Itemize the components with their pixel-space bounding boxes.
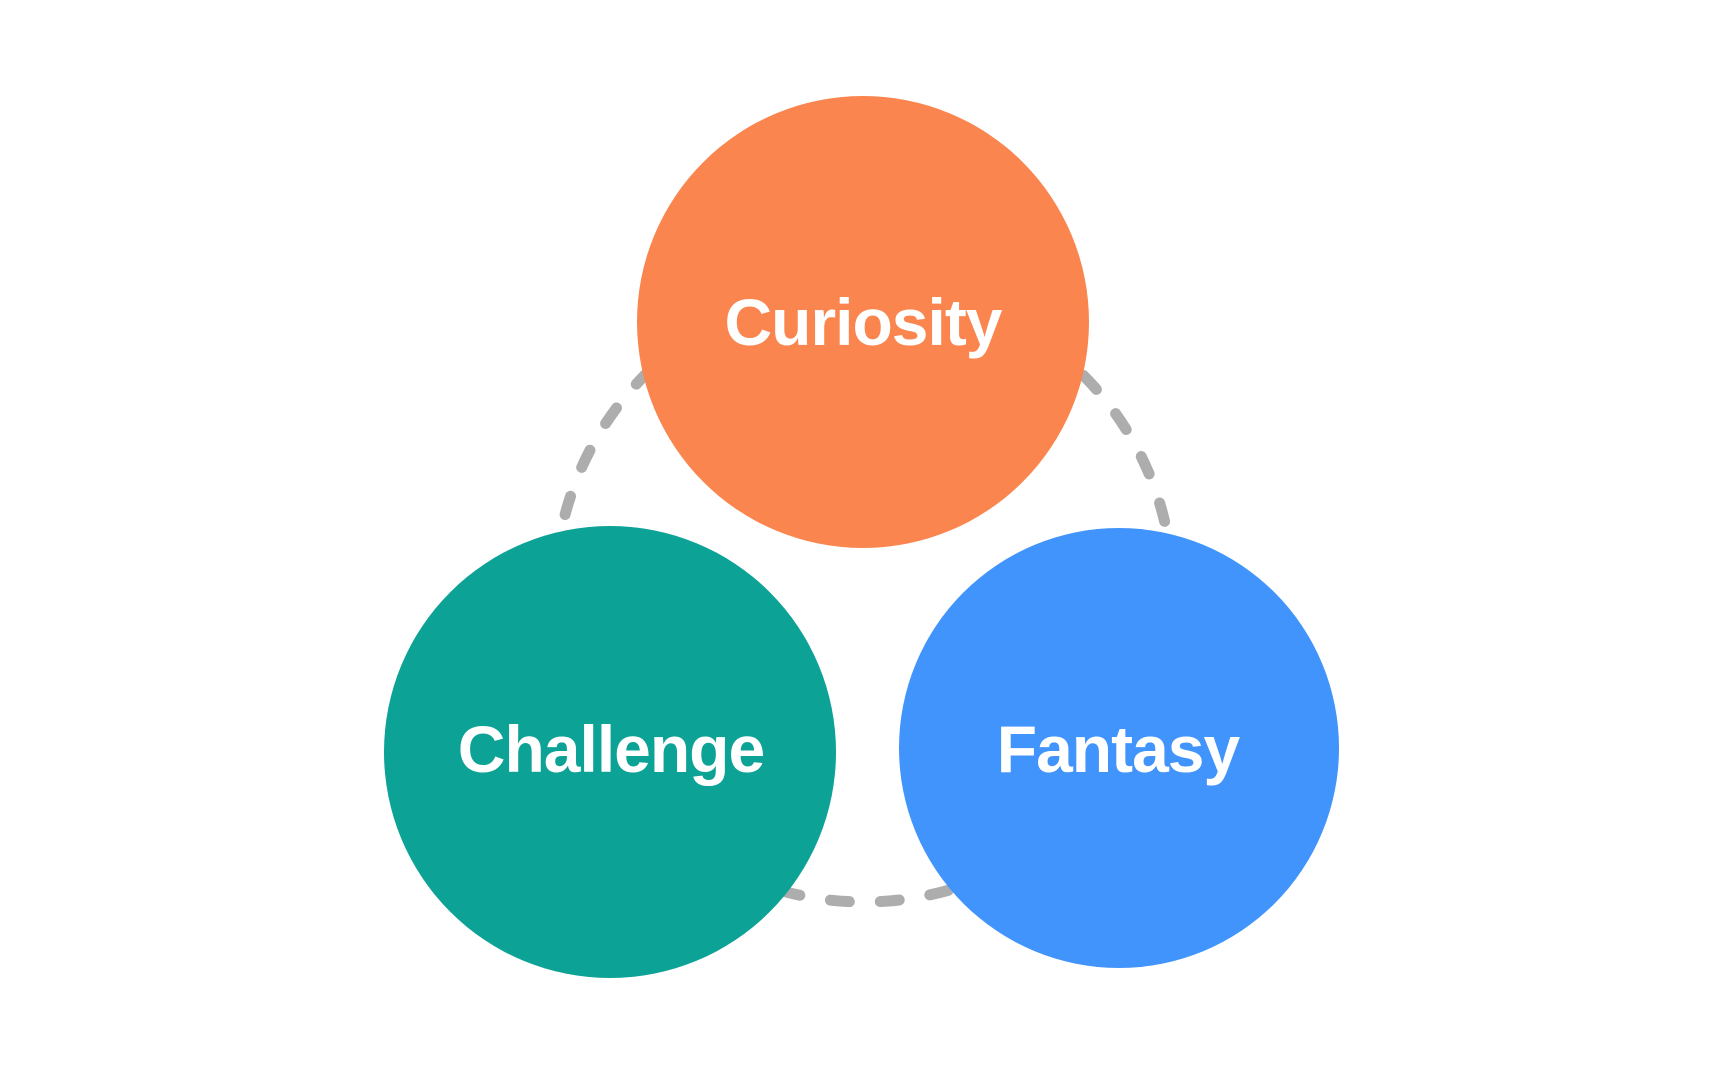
curiosity-circle <box>637 96 1089 548</box>
curiosity-label: Curiosity <box>724 285 1002 359</box>
challenge-label: Challenge <box>458 712 764 786</box>
fantasy-label: Fantasy <box>997 712 1241 786</box>
challenge-circle <box>384 526 836 978</box>
node-curiosity: Curiosity <box>637 96 1089 548</box>
fantasy-circle <box>899 528 1339 968</box>
node-challenge: Challenge <box>384 526 836 978</box>
node-fantasy: Fantasy <box>899 528 1339 968</box>
